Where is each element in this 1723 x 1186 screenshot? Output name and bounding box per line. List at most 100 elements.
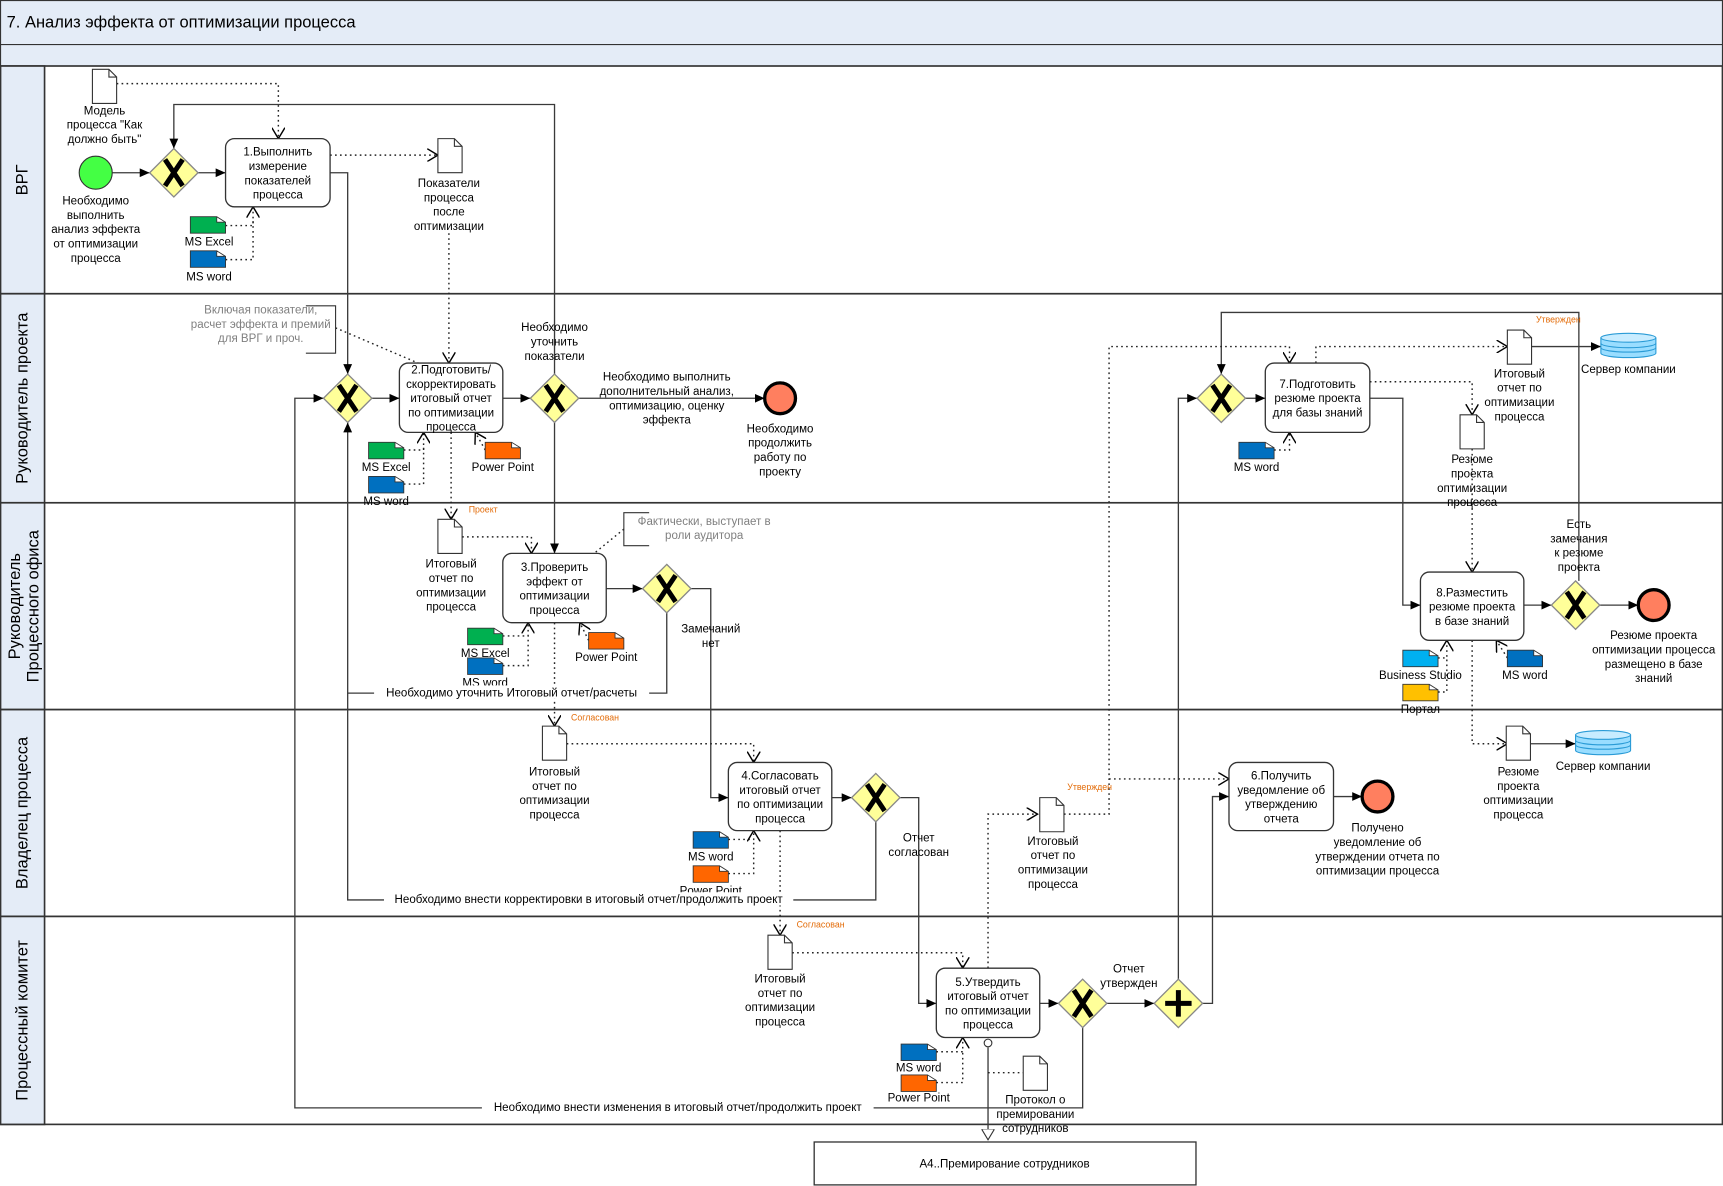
association[interactable] [225,207,254,227]
exclusive-gateway[interactable] [1057,978,1108,1029]
association[interactable] [987,814,1038,969]
sequence-flow[interactable] [1216,311,1580,581]
data-object-icon[interactable] [1039,797,1065,833]
sequence-flow[interactable] [690,587,729,803]
task-box[interactable] [1419,571,1525,641]
data-object-label-line: отчет по [532,781,577,793]
data-store[interactable] [1600,332,1657,359]
linked-subprocess[interactable]: A4..Премирование сотрудников [813,1141,1197,1186]
association[interactable] [1369,381,1472,415]
data-object-icon[interactable] [767,934,793,970]
association[interactable] [1496,640,1508,659]
task-box[interactable] [935,967,1041,1039]
association[interactable] [936,1037,962,1053]
flow-label-line: замечания [1550,533,1607,545]
excel-icon [189,216,226,234]
association[interactable] [580,623,589,641]
task-label-line: по оптимизации [945,1005,1031,1017]
task-label-line: процесса [963,1020,1014,1032]
data-object-label-line: оптимизации [416,587,486,599]
task-box[interactable] [398,362,504,434]
pool-background: 7. Анализ эффекта от оптимизации процесс… [0,0,1723,1126]
end-event[interactable] [1360,779,1395,814]
sequence-flow[interactable] [900,796,937,1008]
association[interactable] [566,743,754,763]
exclusive-gateway[interactable] [148,147,199,198]
task-label-line: резюме проекта [1274,393,1361,405]
association[interactable] [1315,347,1507,364]
association[interactable] [728,831,753,840]
association[interactable] [116,82,279,139]
word-icon [467,657,504,675]
start-event[interactable] [78,155,113,190]
lane-title-line: Процессного офиса [25,529,43,682]
task-label-line: 4.Согласовать [741,770,818,782]
association[interactable] [403,445,425,485]
exclusive-gateway[interactable] [322,373,373,424]
exclusive-gateway[interactable] [641,563,692,614]
parallel-gateway[interactable] [1153,978,1204,1029]
tool-label: MS word [462,678,508,690]
sequence-flow[interactable] [169,103,556,375]
task-box[interactable] [1228,761,1335,832]
task-label-line: процесса [253,190,304,202]
association[interactable] [936,1051,964,1084]
task-box[interactable] [502,552,607,624]
sequence-flow[interactable] [1177,393,1198,980]
association[interactable] [1063,345,1290,815]
exclusive-gateway[interactable] [1550,579,1601,631]
sequence-flow[interactable] [330,172,353,375]
data-object-icon[interactable] [1459,414,1485,450]
tool-label: MS Excel [185,236,234,248]
data-object-icon[interactable] [1022,1055,1048,1091]
association[interactable] [335,327,419,364]
data-store[interactable] [1575,729,1632,756]
data-object-label-line: процесса [530,810,581,822]
association[interactable] [403,432,424,451]
association[interactable] [502,635,529,667]
exclusive-gateway[interactable] [1196,373,1247,424]
association[interactable] [593,528,625,554]
sequence-flow[interactable] [294,393,1084,1109]
association[interactable] [728,839,755,875]
association[interactable] [462,536,531,554]
data-object-icon[interactable] [1506,329,1533,365]
exclusive-gateway[interactable] [850,772,901,823]
flow-label-line: Необходимо внести корректировки в итогов… [395,894,784,906]
flow-label: Необходимо внести корректировки в итогов… [395,894,784,906]
end-event[interactable] [1636,588,1671,623]
data-object-icon[interactable] [437,518,463,554]
task-label-line: 3.Проверить [521,562,588,574]
data-object-icon[interactable] [91,68,118,104]
data-object-icon[interactable] [437,138,463,174]
task-box[interactable] [224,137,331,208]
exclusive-gateway[interactable] [529,373,580,424]
association[interactable] [475,432,485,451]
tool-label: Power Point [680,885,743,897]
data-object-icon[interactable] [1505,725,1532,761]
word-icon [900,1043,937,1062]
task-box[interactable] [727,761,833,832]
sequence-flow[interactable] [1369,397,1421,610]
task-box[interactable] [1264,362,1371,434]
sequence-flow[interactable] [1202,792,1229,1005]
association[interactable] [1438,640,1447,659]
association[interactable] [1274,432,1289,451]
data-object-label-line: отчет по [1031,850,1076,862]
label-background [383,892,794,906]
end-event[interactable] [763,381,798,416]
data-object-icon[interactable] [541,725,568,761]
